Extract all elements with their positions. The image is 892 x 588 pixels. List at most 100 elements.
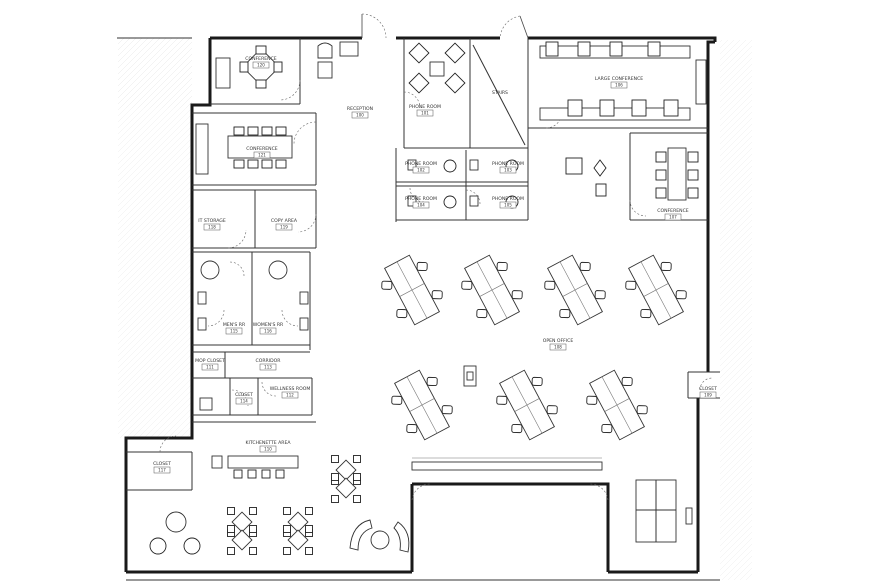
- phone-101-furniture: [408, 42, 466, 94]
- room-name: PHONE ROOM: [405, 161, 437, 167]
- room-number: 115: [230, 329, 238, 334]
- room-name: IT STORAGE: [198, 218, 226, 224]
- room-number: 116: [264, 329, 272, 334]
- room-name: LARGE CONFERENCE: [595, 76, 643, 82]
- open-office-workstations: [381, 254, 687, 441]
- room-number: 107: [669, 215, 677, 220]
- room-name: PHONE ROOM: [405, 196, 437, 202]
- room-number: 117: [158, 468, 166, 473]
- room-tag: [259, 445, 277, 453]
- room-name: CONFERENCE: [245, 56, 277, 62]
- kitchenette-furniture: [211, 455, 299, 479]
- room-number: 103: [504, 168, 512, 173]
- workstation-cluster: [625, 254, 687, 326]
- workstation-cluster: [544, 254, 606, 326]
- room-name: CLOSET: [699, 386, 717, 392]
- interior-walls: [126, 38, 720, 491]
- room-label-stairs: STAIRS: [492, 90, 508, 96]
- cafe-table: [227, 507, 257, 537]
- room-number: 121: [258, 153, 266, 158]
- room-name: OPEN OFFICE: [543, 338, 574, 344]
- room-tag: [664, 213, 682, 221]
- room-number: 102: [417, 168, 425, 173]
- large-conference-furniture: [539, 41, 707, 121]
- cafe-table: [227, 525, 257, 555]
- columns: [463, 365, 477, 387]
- room-tag: [416, 109, 434, 117]
- room-tag: [610, 81, 628, 89]
- room-name: STAIRS: [492, 90, 508, 96]
- room-number: 109: [704, 393, 712, 398]
- room-tag: [259, 363, 277, 371]
- room-tag: [253, 151, 271, 159]
- room-number: 112: [286, 393, 294, 398]
- conference-107-furniture: [655, 147, 699, 201]
- room-name: CLOSET: [235, 392, 253, 398]
- room-name: CONFERENCE: [657, 208, 689, 214]
- workstation-cluster: [586, 369, 648, 441]
- lounge-furniture: [149, 479, 693, 555]
- room-name: MOP CLOSET: [195, 358, 225, 364]
- room-tag: [153, 466, 171, 474]
- room-name: CLOSET: [153, 461, 171, 467]
- room-tag: [281, 391, 299, 399]
- room-tag: [252, 61, 270, 69]
- cafe-table: [283, 525, 313, 555]
- room-tag: [275, 223, 293, 231]
- room-number: 119: [280, 225, 288, 230]
- room-name: CORRIDOR: [256, 358, 282, 364]
- reception-furniture: [565, 157, 607, 197]
- exterior-walls: [117, 36, 720, 581]
- room-tag: [259, 327, 277, 335]
- cafe-tables: [227, 455, 361, 555]
- conference-120-furniture: [215, 41, 359, 89]
- room-name: PHONE ROOM: [492, 196, 524, 202]
- room-number: 114: [240, 399, 248, 404]
- room-tag: [699, 391, 717, 399]
- cafe-table: [331, 455, 361, 485]
- room-name: RECEPTION: [347, 106, 373, 112]
- room-name: PHONE ROOM: [409, 104, 441, 110]
- cafe-table: [331, 473, 361, 503]
- room-name: COPY AREA: [271, 218, 298, 224]
- room-number: 105: [504, 203, 512, 208]
- room-name: PHONE ROOM: [492, 161, 524, 167]
- room-name: KITCHENETTE AREA: [245, 440, 291, 446]
- room-number: 104: [417, 203, 425, 208]
- room-name: MEN'S RR: [223, 322, 246, 328]
- room-tag: [203, 223, 221, 231]
- room-tag: [412, 166, 430, 174]
- room-number: 111: [206, 365, 214, 370]
- workstation-cluster: [381, 254, 443, 326]
- room-number: 118: [208, 225, 216, 230]
- room-tag: [235, 397, 253, 405]
- counter: [411, 457, 603, 471]
- room-number: 110: [264, 447, 272, 452]
- interior-doors: [159, 79, 713, 501]
- exterior-hatch: [118, 38, 752, 580]
- workstation-cluster: [391, 369, 453, 441]
- room-name: CONFERENCE: [246, 146, 278, 152]
- room-tag: [499, 201, 517, 209]
- room-tag: [499, 166, 517, 174]
- cafe-table: [283, 507, 313, 537]
